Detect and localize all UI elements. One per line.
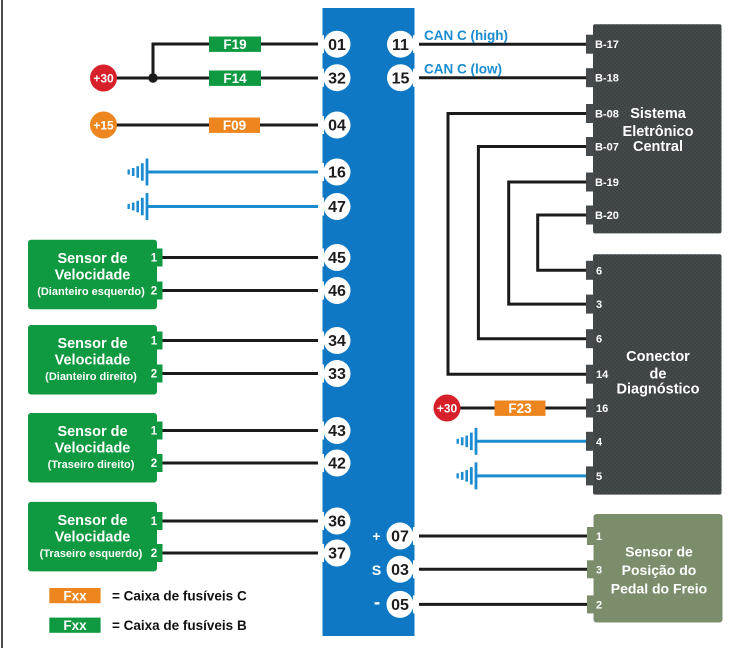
svg-text:F19: F19 [223,37,246,52]
svg-text:(Dianteiro direito): (Dianteiro direito) [45,371,137,383]
svg-text:Sensor de: Sensor de [57,424,127,440]
svg-text:03: 03 [391,562,409,579]
svg-text:Pedal do Freio: Pedal do Freio [611,581,707,597]
svg-text:= Caixa de fusíveis B: = Caixa de fusíveis B [112,618,247,633]
svg-text:Fxx: Fxx [63,618,87,633]
svg-text:+30: +30 [93,72,114,86]
svg-text:6: 6 [596,334,602,346]
svg-text:Fxx: Fxx [63,588,87,603]
svg-text:CAN C (low): CAN C (low) [424,62,502,77]
svg-text:F09: F09 [223,118,246,133]
svg-text:1: 1 [596,531,602,543]
svg-text:6: 6 [596,265,602,277]
svg-text:47: 47 [328,199,346,216]
svg-text:Posição do: Posição do [622,562,697,578]
svg-text:1: 1 [151,336,158,348]
svg-text:+: + [372,528,380,544]
svg-text:42: 42 [328,456,346,473]
svg-text:(Dianteiro esquerdo): (Dianteiro esquerdo) [37,286,145,298]
svg-text:Sensor de: Sensor de [57,513,127,529]
svg-text:45: 45 [328,250,346,267]
svg-text:Velocidade: Velocidade [55,353,131,369]
svg-text:F14: F14 [223,71,247,86]
svg-text:2: 2 [151,548,157,560]
svg-text:04: 04 [328,118,346,135]
svg-text:Velocidade: Velocidade [55,441,131,457]
svg-text:+30: +30 [437,402,458,416]
svg-text:Sensor de: Sensor de [57,251,127,267]
svg-text:2: 2 [596,599,602,611]
svg-text:11: 11 [392,37,409,54]
svg-text:Velocidade: Velocidade [55,530,131,546]
svg-text:B-07: B-07 [595,142,619,154]
svg-text:16: 16 [596,403,608,415]
svg-text:15: 15 [392,70,410,87]
svg-text:(Traseiro direito): (Traseiro direito) [48,459,135,471]
svg-text:5: 5 [596,471,602,483]
svg-text:2: 2 [151,458,157,470]
svg-text:2: 2 [151,369,157,381]
svg-text:1: 1 [151,426,158,438]
svg-text:(Traseiro esquerdo): (Traseiro esquerdo) [40,548,143,560]
svg-text:37: 37 [328,546,346,563]
svg-text:de: de [650,367,667,383]
svg-text:33: 33 [328,366,346,383]
svg-text:+15: +15 [93,119,114,133]
svg-text:Diagnóstico: Diagnóstico [617,382,700,398]
svg-text:01: 01 [328,37,346,54]
svg-text:14: 14 [596,369,609,381]
svg-text:46: 46 [328,283,346,300]
svg-text:S: S [372,562,381,578]
svg-text:3: 3 [596,564,602,576]
svg-text:1: 1 [151,516,158,528]
svg-text:Sensor de: Sensor de [625,544,693,560]
svg-text:2: 2 [151,286,157,298]
svg-text:B-18: B-18 [595,73,619,85]
svg-text:B-20: B-20 [595,210,619,222]
svg-text:B-17: B-17 [595,39,619,51]
svg-text:B-19: B-19 [595,177,619,189]
svg-text:07: 07 [391,529,409,546]
svg-text:4: 4 [596,436,603,448]
svg-text:3: 3 [596,299,602,311]
svg-text:B-08: B-08 [595,109,619,121]
svg-text:34: 34 [328,333,346,350]
svg-text:Velocidade: Velocidade [55,267,131,283]
svg-text:Sistema: Sistema [630,106,687,122]
svg-text:Eletrônico: Eletrônico [623,124,694,140]
svg-text:32: 32 [328,70,346,87]
svg-text:CAN C (high): CAN C (high) [424,28,508,43]
svg-text:Central: Central [633,139,683,155]
svg-text:-: - [374,593,380,614]
svg-text:Sensor de: Sensor de [57,336,127,352]
svg-text:1: 1 [151,253,158,265]
svg-text:Conector: Conector [626,349,690,365]
svg-text:= Caixa de fusíveis C: = Caixa de fusíveis C [112,589,247,604]
svg-text:43: 43 [328,423,346,440]
svg-text:05: 05 [391,597,409,614]
svg-text:16: 16 [328,165,346,182]
svg-text:36: 36 [328,514,346,531]
svg-text:F23: F23 [508,401,532,416]
